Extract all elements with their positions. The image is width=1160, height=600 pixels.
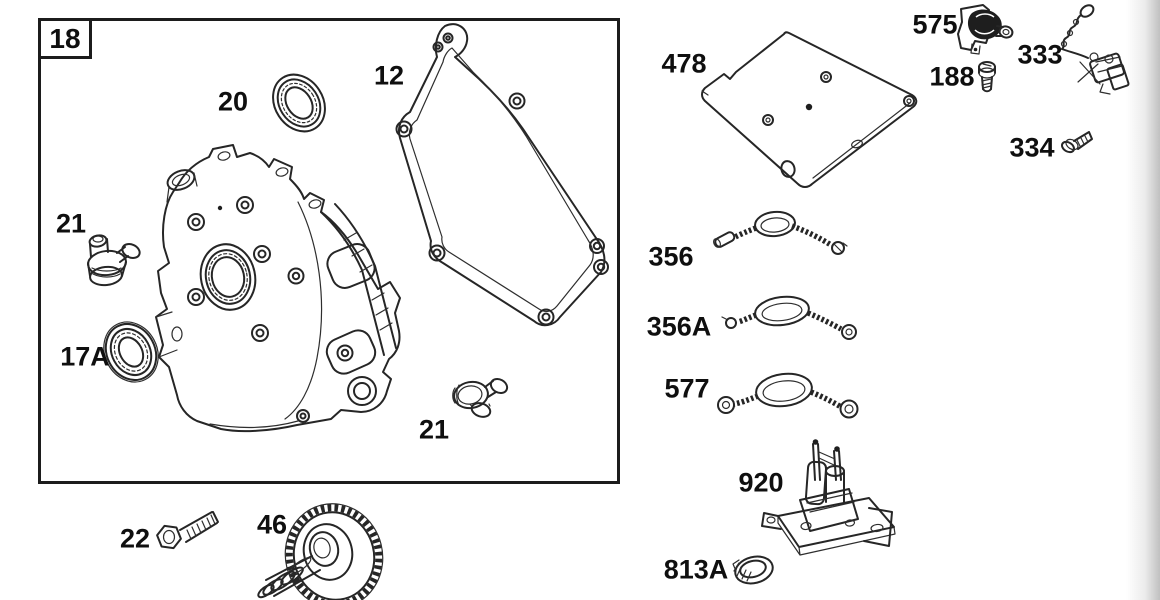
part-label-356a: 356A [646,311,712,342]
cover-bolt-holes [187,196,354,423]
wire-577-drawing [717,372,859,419]
part-label-333: 333 [1017,39,1063,70]
figure-frame [38,18,620,484]
part-label-577: 577 [664,373,710,404]
part-label-478: 478 [661,48,707,79]
bolt-22-drawing [156,511,219,550]
crankcase-cover-drawing [155,144,401,433]
part-label-920: 920 [738,467,784,498]
sensor-drawing [957,4,1014,55]
part-label-21-upper: 21 [55,208,87,239]
part-label-21-lower: 21 [418,414,450,445]
plug-upper-drawing [87,234,141,287]
cam-gear-drawing [257,503,384,600]
gasket-bolt-holes [395,32,609,326]
wire-356a-drawing [721,295,857,340]
bearing-drawing [103,321,159,383]
part-label-20: 20 [217,86,249,117]
part-label-46: 46 [256,509,288,540]
oil-seal-drawing [272,73,326,133]
part-label-17a: 17A [60,341,110,372]
wire-356-drawing [713,210,848,255]
part-label-813a: 813A [663,554,729,585]
screw-334-drawing [1060,131,1093,154]
link-bracket-drawing [1060,4,1130,95]
part-label-356: 356 [648,241,694,272]
part-label-12: 12 [373,60,405,91]
ignition-module-drawing [761,439,896,556]
plug-lower-drawing [452,378,509,418]
part-label-188: 188 [929,61,975,92]
part-label-22: 22 [119,523,151,554]
part-label-575: 575 [912,9,958,40]
figure-number-box: 18 [38,18,92,59]
gasket-drawing [395,23,609,327]
cover-plate-drawing [701,31,918,188]
part-label-334: 334 [1009,132,1055,163]
figure-number: 18 [49,22,81,54]
screw-188-drawing [978,61,996,93]
clamp-drawing [732,555,774,585]
